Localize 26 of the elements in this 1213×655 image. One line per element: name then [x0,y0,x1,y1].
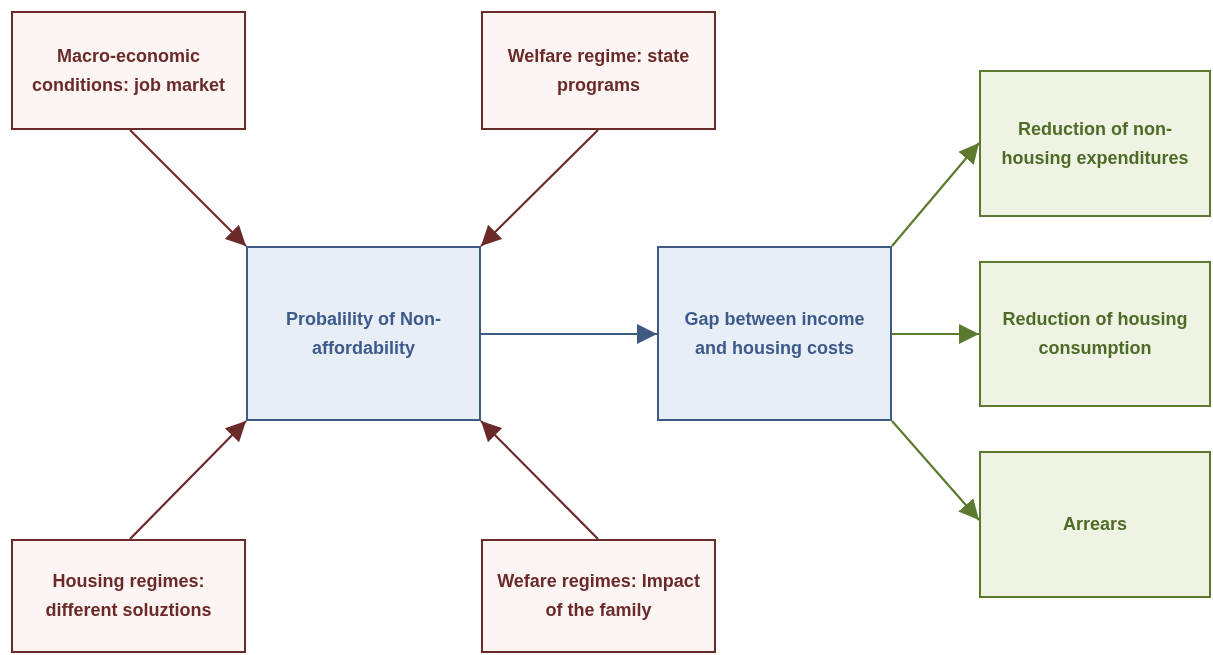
box-label: Arrears [1062,513,1127,536]
process-box [246,246,481,421]
process-box [979,261,1211,407]
process-box [979,70,1211,217]
box-label: Reduction of non-housing expenditures [1000,117,1190,170]
box-label: Welfare regime: state programs [506,44,691,97]
process-box [481,11,716,130]
box-label: Gap between income and housing costs [683,307,866,360]
process-box [657,246,892,421]
arrow [480,420,599,540]
box-label: Housing regimes: different soluztions [44,570,213,622]
box-label: Probalility of Non-affordability [285,307,442,360]
box-label: Wefare regimes: Impact of the family [497,570,700,622]
arrow [892,324,979,344]
arrow [481,324,657,344]
arrow [480,129,599,247]
process-box [11,539,246,653]
arrow [891,420,980,521]
process-box [481,539,716,653]
box-label: Macro-economic conditions: job market [31,44,226,97]
arrow [129,420,247,540]
arrow [891,142,980,247]
process-box [11,11,246,130]
process-box [979,451,1211,598]
box-label: Reduction of housing consumption [1001,308,1189,360]
arrow [129,129,247,247]
